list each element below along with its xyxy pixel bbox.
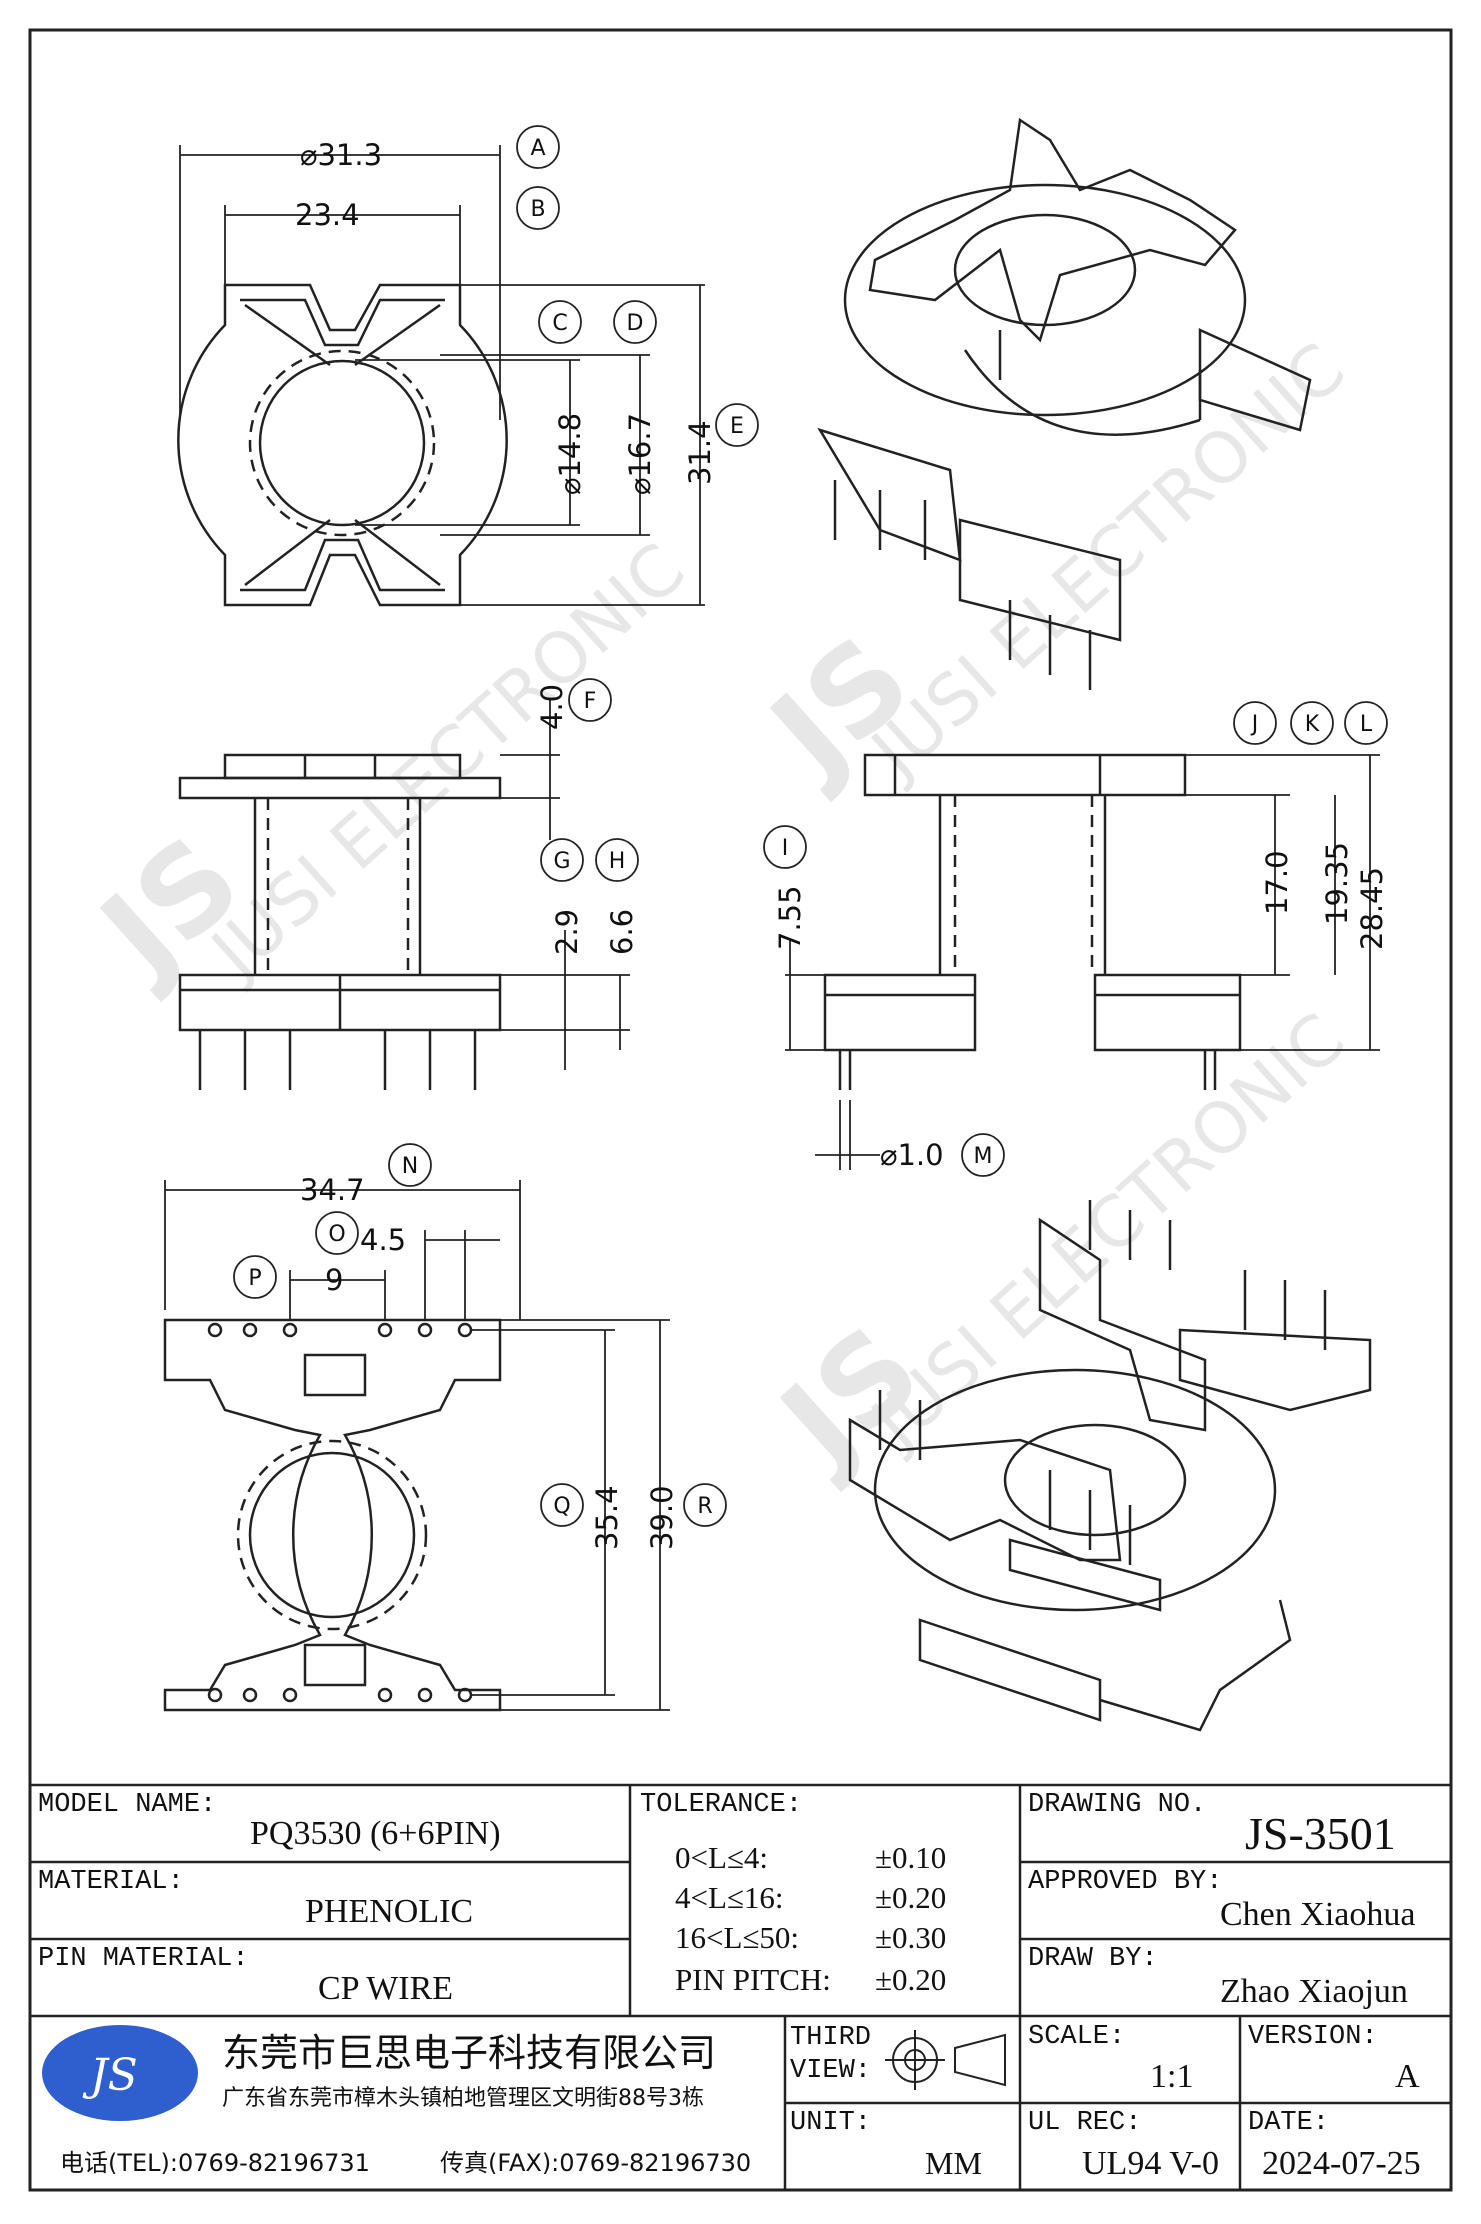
tolerance-label: TOLERANCE: <box>640 1790 803 1820</box>
bottom-view <box>163 1318 502 1712</box>
pin-material-value: CP WIRE <box>318 1970 454 2007</box>
third-angle-symbol-icon <box>885 2030 1006 2090</box>
callout-q: Q <box>553 1494 570 1519</box>
callout-o: O <box>328 1222 345 1247</box>
unit-label: UNIT: <box>790 2108 872 2138</box>
tolerance-range-3: 16<L≤50: <box>675 1920 800 1955</box>
dim-flange-span: 19.35 <box>1320 842 1354 925</box>
callout-p: P <box>248 1266 261 1291</box>
date-value: 2024-07-25 <box>1262 2145 1421 2182</box>
tolerance-value-4: ±0.20 <box>875 1962 947 1997</box>
iso-view-bottom <box>848 1200 1372 1732</box>
dim-outer-diameter: ⌀31.3 <box>300 138 382 172</box>
callout-j: J <box>1250 712 1259 737</box>
unit-value: MM <box>925 2145 982 2181</box>
side-view-dimensions <box>500 700 630 1070</box>
scale-value: 1:1 <box>1150 2058 1194 2095</box>
dim-lower-flange-gap: 2.9 <box>550 909 584 955</box>
company-fax: 传真(FAX):0769-82196730 <box>440 2149 752 2177</box>
dim-flange-thickness: 4.0 <box>535 684 569 730</box>
company-phone: 电话(TEL):0769-82196731 <box>60 2149 370 2177</box>
dim-overall-length: 39.0 <box>645 1485 679 1550</box>
watermark-text-3: JUSI ELECTRONIC <box>854 998 1361 1466</box>
side-view <box>178 753 502 1090</box>
bottom-view-dimensions <box>164 1180 670 1711</box>
draw-value: Zhao Xiaojun <box>1220 1973 1408 2010</box>
company-logo-text: JS <box>82 2050 138 2101</box>
callout-a: A <box>530 136 545 161</box>
dim-bore-diameter: ⌀14.8 <box>553 413 587 495</box>
drawing-no-value: JS-3501 <box>1245 1808 1396 1859</box>
front-view <box>823 753 1242 1090</box>
company-logo <box>42 2025 198 2121</box>
callout-c: C <box>552 311 567 336</box>
ul-label: UL REC: <box>1028 2108 1142 2138</box>
material-value: PHENOLIC <box>305 1893 474 1930</box>
callout-h: H <box>609 849 626 874</box>
top-view <box>177 283 508 607</box>
callout-n: N <box>402 1154 418 1179</box>
dim-pin-diameter: ⌀1.0 <box>880 1138 944 1172</box>
third-view-label: THIRD VIEW: <box>790 2023 872 2086</box>
material-label: MATERIAL: <box>38 1867 184 1897</box>
callout-e: E <box>730 414 744 439</box>
tolerance-range-1: 0<L≤4: <box>675 1840 769 1875</box>
model-label: MODEL NAME: <box>38 1790 217 1820</box>
version-value: A <box>1395 2058 1420 2095</box>
watermark-text-2: JUSI ELECTRONIC <box>854 328 1361 796</box>
tolerance-range-4: PIN PITCH: <box>675 1962 831 1997</box>
dim-height: 31.4 <box>683 420 717 485</box>
front-view-dimensions <box>785 754 1380 1170</box>
pin-material-label: PIN MATERIAL: <box>38 1944 249 1974</box>
tolerance-value-2: ±0.20 <box>875 1880 947 1915</box>
callout-m: M <box>974 1144 993 1169</box>
company-name: 东莞市巨思电子科技有限公司 <box>222 2031 717 2075</box>
dim-overall-height: 28.45 <box>1355 867 1389 950</box>
approved-value: Chen Xiaohua <box>1220 1896 1416 1933</box>
tolerance-range-2: 4<L≤16: <box>675 1880 784 1915</box>
callout-b: B <box>530 197 545 222</box>
iso-view-top <box>817 117 1312 690</box>
model-value: PQ3530 (6+6PIN) <box>250 1815 501 1852</box>
dim-base-height: 6.6 <box>605 909 639 955</box>
callout-d: D <box>627 311 644 336</box>
date-label: DATE: <box>1248 2108 1330 2138</box>
callout-letters: A B C D E F G H I J K L M N O P Q R <box>248 136 1373 1519</box>
dim-slot-width: 23.4 <box>295 198 360 232</box>
dim-pin-pitch: 4.5 <box>360 1223 406 1257</box>
dim-front-base-height: 7.55 <box>773 885 807 950</box>
callouts <box>233 125 1388 1527</box>
callout-i: I <box>782 836 789 861</box>
tolerance-value-3: ±0.30 <box>875 1920 947 1955</box>
top-view-dimensions <box>179 145 705 606</box>
callout-r: R <box>697 1494 712 1519</box>
tolerance-value-1: ±0.10 <box>875 1840 947 1875</box>
company-address: 广东省东莞市樟木头镇柏地管理区文明街88号3栋 <box>222 2086 704 2111</box>
callout-l: L <box>1360 712 1373 737</box>
dim-row-gap: 9 <box>325 1263 343 1297</box>
ul-value: UL94 V-0 <box>1082 2145 1219 2182</box>
dim-pin-row-spacing: 35.4 <box>590 1485 624 1550</box>
approved-label: APPROVED BY: <box>1028 1867 1223 1897</box>
draw-label: DRAW BY: <box>1028 1944 1158 1974</box>
callout-g: G <box>553 849 570 874</box>
dim-overall-width: 34.7 <box>300 1173 365 1207</box>
callout-k: K <box>1305 712 1320 737</box>
scale-label: SCALE: <box>1028 2022 1126 2052</box>
dim-winding-height: 17.0 <box>1260 850 1294 915</box>
drawing-no-label: DRAWING NO. <box>1028 1790 1207 1820</box>
dim-flange-inner-diameter: ⌀16.7 <box>623 413 657 495</box>
version-label: VERSION: <box>1248 2022 1378 2052</box>
title-block-grid <box>28 1783 1453 2192</box>
callout-f: F <box>584 689 597 714</box>
